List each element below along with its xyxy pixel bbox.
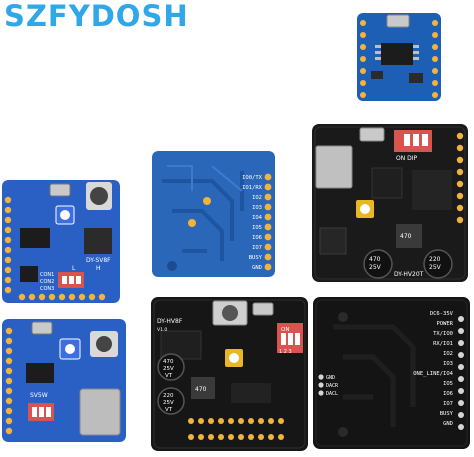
pin-label: GND xyxy=(252,265,262,271)
board-version-label: V1.0 xyxy=(157,327,167,333)
con-label: CON1 xyxy=(40,272,54,278)
pin-label: POWER xyxy=(436,321,453,327)
pin-label: IO6 xyxy=(252,235,262,241)
pin-label: RX/IO1 xyxy=(433,341,453,347)
pin-label: DC6-35V xyxy=(430,311,454,317)
pin-label: IO7 xyxy=(252,245,262,251)
capacitor-value: 220 xyxy=(163,393,174,399)
pin-label: GND xyxy=(443,421,453,427)
audio-pin-label: DACR xyxy=(326,383,339,389)
pin-label: IO0/TX xyxy=(242,175,263,181)
capacitor-voltage: 25V xyxy=(429,264,442,271)
pin-label: IO3 xyxy=(443,361,453,367)
dip-h-label: H xyxy=(96,265,101,272)
pin-label: IO3 xyxy=(252,205,262,211)
brand-logo-text: SZFYDOSH xyxy=(4,0,189,33)
dip-l-label: L xyxy=(72,265,76,272)
blue-board-back: IO0/TX IO1/RX IO2 IO3 IO4 IO5 IO6 IO7 BU… xyxy=(152,151,275,277)
dy-sv8f-board: DY-SV8F L H CON1 CON2 CON3 xyxy=(2,180,120,303)
board-model-label: DY-HV8F xyxy=(157,318,183,325)
mini-mp3-board xyxy=(357,13,441,101)
pin-label: BUSY xyxy=(440,411,454,417)
capacitor-voltage: 25V xyxy=(369,264,382,271)
capacitor-voltage: 25V xyxy=(163,366,174,372)
pin-label: IO6 xyxy=(443,391,453,397)
capacitor-label: VT xyxy=(165,407,173,413)
con-label: CON2 xyxy=(40,279,54,285)
capacitor-value: 220 xyxy=(429,256,441,263)
board-model-label: DY-SV8F xyxy=(86,257,111,264)
pin-label: TX/IO0 xyxy=(433,331,453,337)
inductor-label: 470 xyxy=(400,233,412,240)
pin-label: IO4 xyxy=(252,215,263,221)
pin-label: IO1/RX xyxy=(242,185,263,191)
board-model-label: SV5W xyxy=(30,392,48,399)
capacitor-voltage: 25V xyxy=(163,400,174,406)
dy-sv5w-board: SV5W xyxy=(2,319,126,442)
dip-on-label: ON xyxy=(281,327,289,333)
pin-label: IO5 xyxy=(443,381,453,387)
audio-pin-label: GND xyxy=(326,375,335,381)
dip-label: ON DIP xyxy=(396,155,418,162)
pin-label: IO5 xyxy=(252,225,262,231)
audio-pin-label: DACL xyxy=(326,391,338,397)
capacitor-label: VT xyxy=(165,373,173,379)
pin-label: BUSY xyxy=(249,255,263,261)
capacitor-value: 470 xyxy=(369,256,381,263)
inductor-label: 470 xyxy=(195,386,207,393)
dy-hv8f-board: ON 1 2 3 470 470 25V VT 220 25V VT DY-HV… xyxy=(151,297,308,451)
pin-label: ONE_LINE/IO4 xyxy=(413,371,453,377)
con-label: CON3 xyxy=(40,286,54,292)
dip-numbers: 1 2 3 xyxy=(279,349,292,355)
capacitor-value: 470 xyxy=(163,359,174,365)
board-model-label: DY-HV20T xyxy=(394,271,424,278)
pin-label: IO7 xyxy=(443,401,453,407)
pin-label: IO2 xyxy=(252,195,262,201)
pin-label: IO2 xyxy=(443,351,453,357)
black-board-back: DC6-35V POWER TX/IO0 RX/IO1 IO2 IO3 ONE_… xyxy=(313,297,470,449)
dy-hv20t-board: ON DIP 470 470 25V 220 25V DY-HV20T xyxy=(312,124,468,282)
